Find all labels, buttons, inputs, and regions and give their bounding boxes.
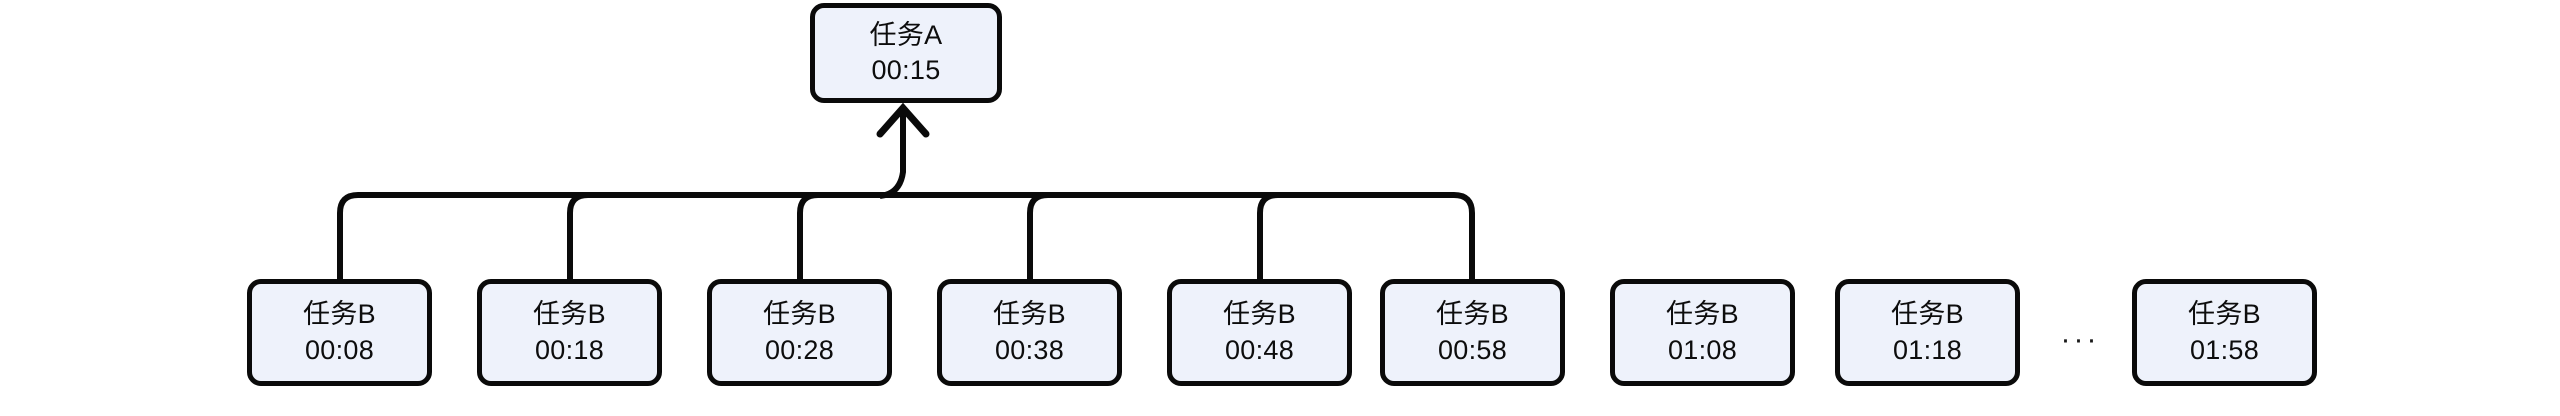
node-title: 任务B (303, 299, 376, 330)
node-leaf-1[interactable]: 任务B 00:08 (247, 279, 432, 386)
node-leaf-9[interactable]: 任务B 01:58 (2132, 279, 2317, 386)
connector-branch-3 (797, 192, 819, 279)
node-root-task-a[interactable]: 任务A 00:15 (810, 3, 1002, 103)
connector-branch-5 (1257, 192, 1279, 279)
node-title: 任务B (533, 299, 606, 330)
node-title: 任务B (1223, 299, 1296, 330)
node-title: 任务B (763, 299, 836, 330)
node-title: 任务A (869, 19, 943, 50)
node-leaf-4[interactable]: 任务B 00:38 (937, 279, 1122, 386)
node-time: 01:18 (1892, 334, 1963, 365)
node-title: 任务B (1436, 299, 1509, 330)
node-time: 01:08 (1667, 334, 1738, 365)
node-time: 00:48 (1224, 334, 1295, 365)
connector-branch-1 (337, 192, 359, 279)
node-time: 00:58 (1437, 334, 1508, 365)
node-leaf-8[interactable]: 任务B 01:18 (1835, 279, 2020, 386)
node-time: 00:28 (764, 334, 835, 365)
connector-branch-4 (1027, 192, 1049, 279)
node-time: 00:18 (534, 334, 605, 365)
node-leaf-3[interactable]: 任务B 00:28 (707, 279, 892, 386)
connector-stem-to-root (879, 112, 906, 199)
ellipsis-separator: ··· (2060, 323, 2100, 356)
node-time: 01:58 (2189, 334, 2260, 365)
node-title: 任务B (993, 299, 1066, 330)
node-title: 任务B (2188, 299, 2261, 330)
node-time: 00:08 (304, 334, 375, 365)
node-title: 任务B (1666, 299, 1739, 330)
node-time: 00:38 (994, 334, 1065, 365)
node-title: 任务B (1891, 299, 1964, 330)
node-time: 00:15 (871, 55, 941, 85)
node-leaf-2[interactable]: 任务B 00:18 (477, 279, 662, 386)
connector-branch-6 (1453, 192, 1475, 279)
node-leaf-7[interactable]: 任务B 01:08 (1610, 279, 1795, 386)
node-leaf-6[interactable]: 任务B 00:58 (1380, 279, 1565, 386)
node-leaf-5[interactable]: 任务B 00:48 (1167, 279, 1352, 386)
connector-branch-2 (567, 192, 589, 279)
arrowhead-up-icon (876, 102, 930, 138)
